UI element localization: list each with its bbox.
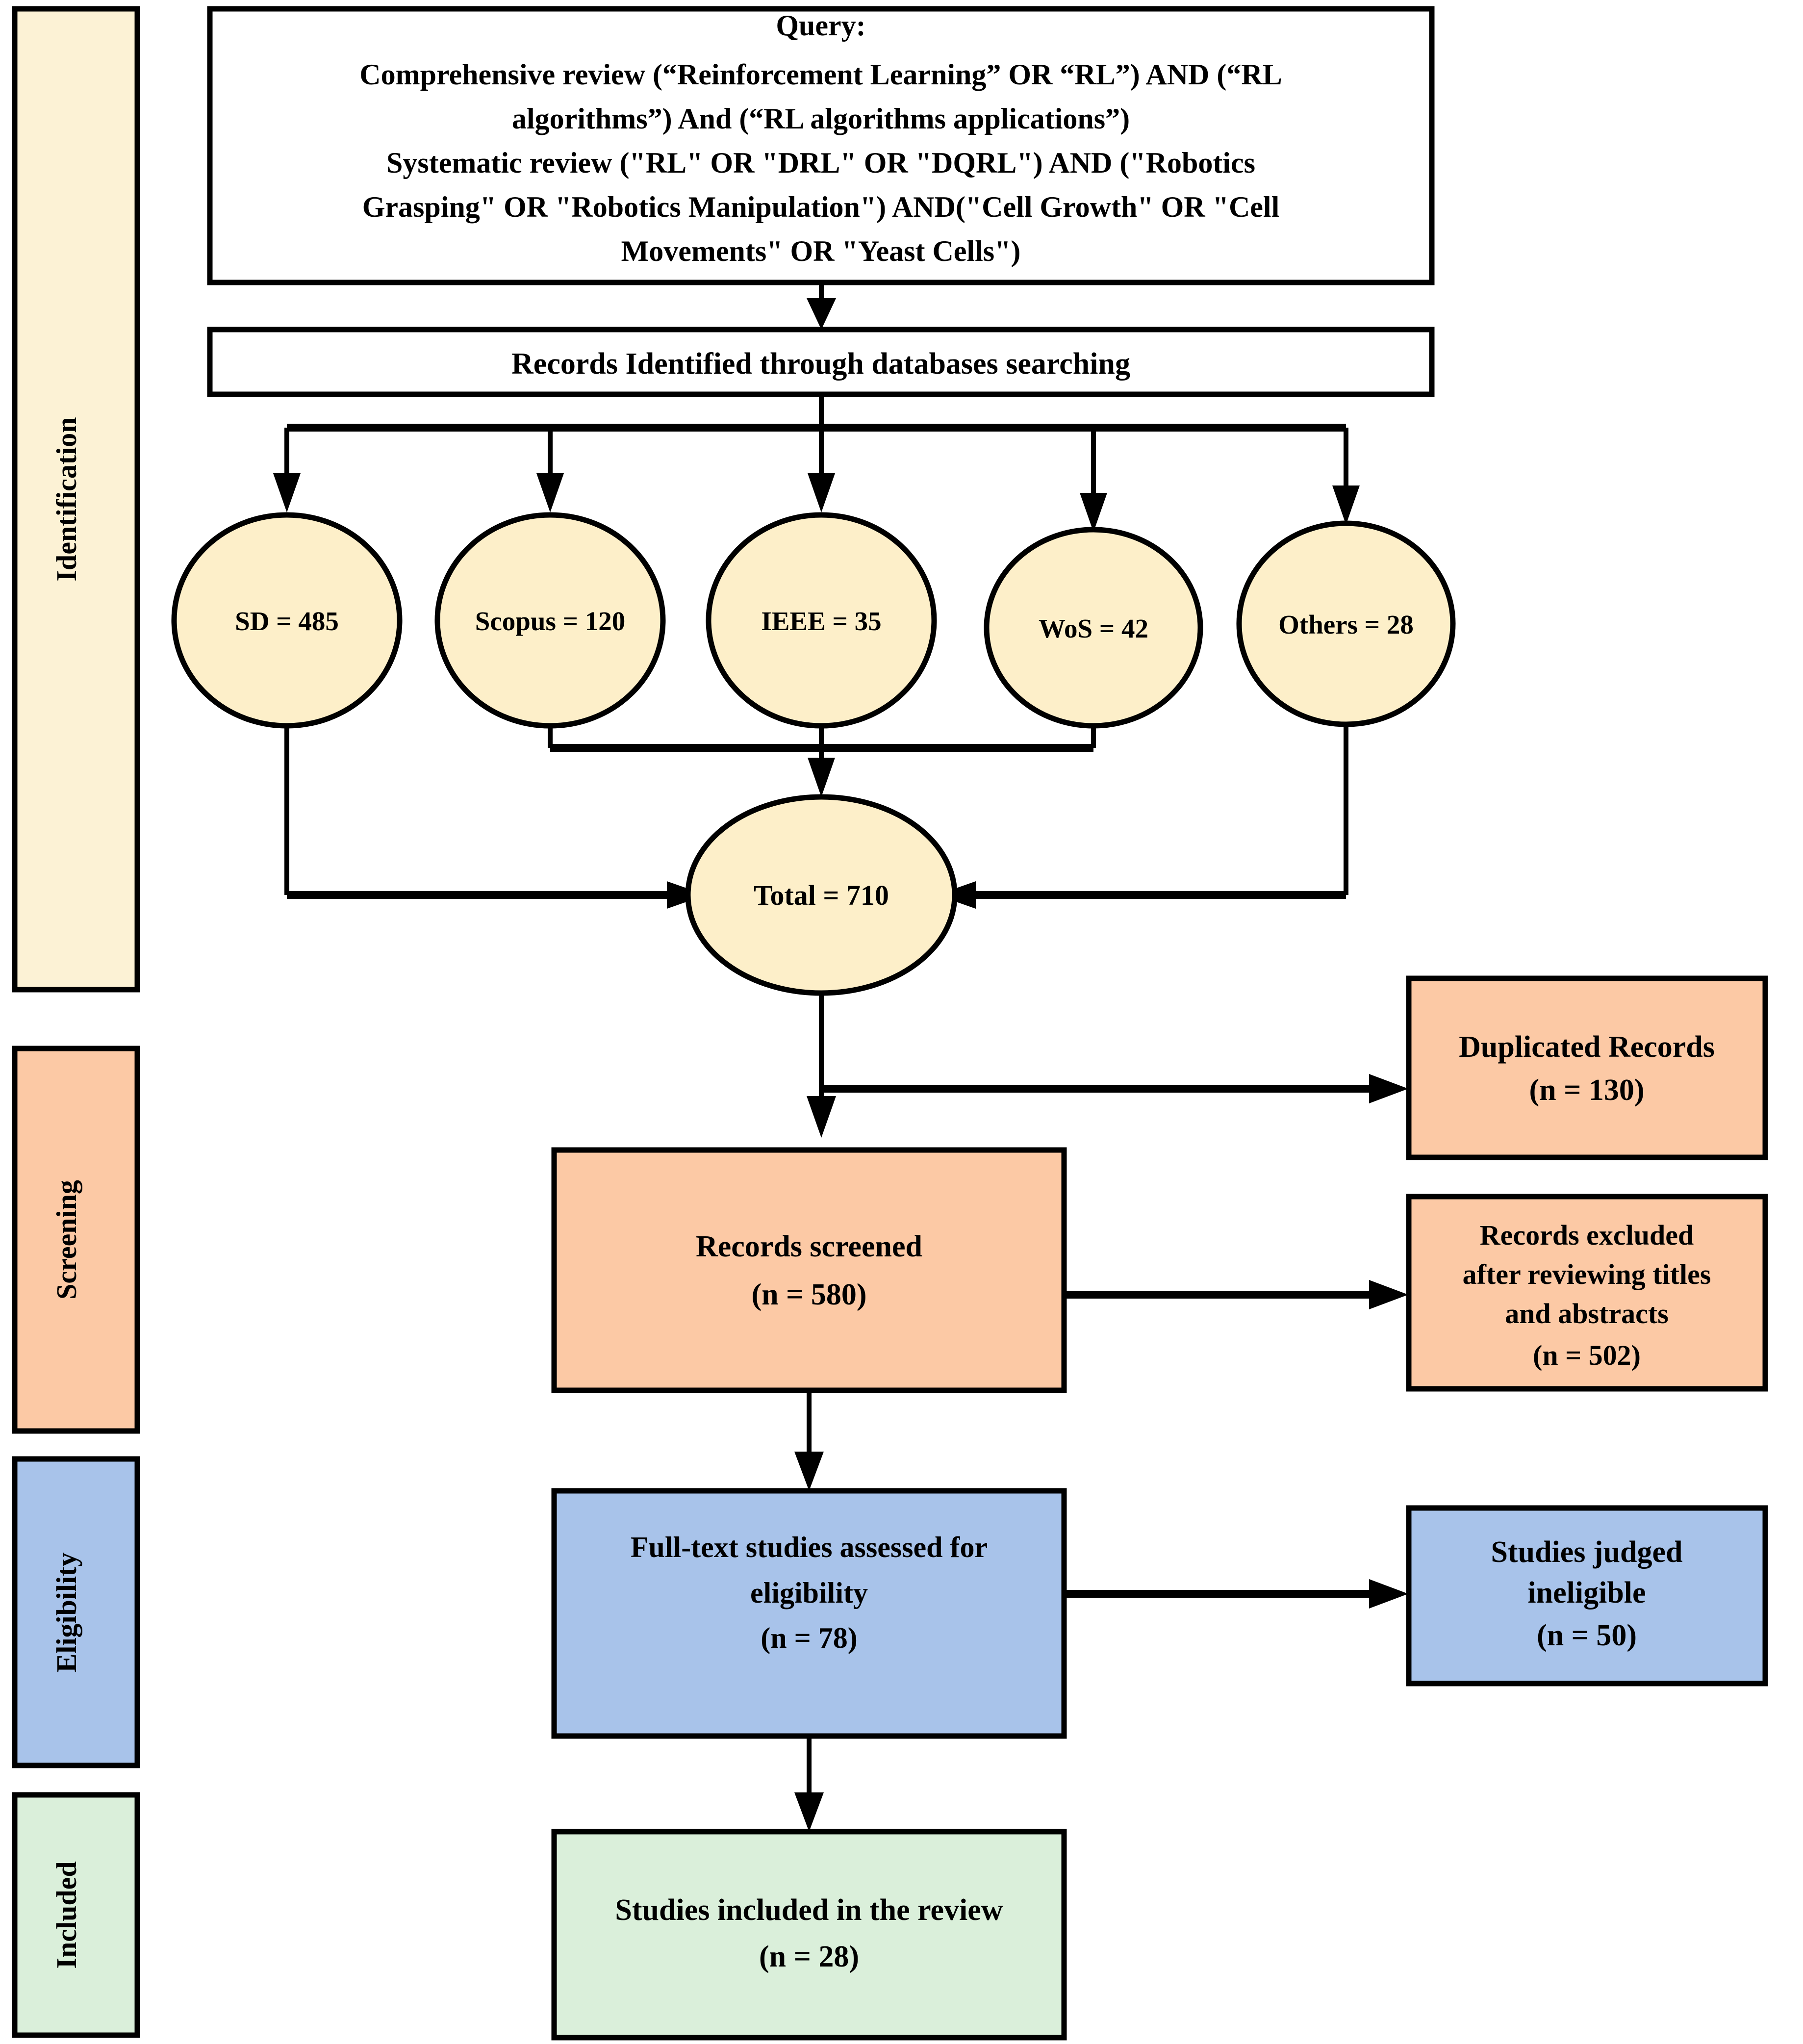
studies-ineligible-line1: Studies judged [1491, 1535, 1682, 1569]
records-excluded-box: Records excluded after reviewing titles … [1406, 1194, 1768, 1392]
total-node: Total = 710 [685, 794, 958, 996]
fulltext-assessed-line1: Full-text studies assessed for [631, 1531, 988, 1563]
query-line-3: algorithms”) And (“RL algorithms applica… [512, 102, 1130, 135]
studies-ineligible-box: Studies judged ineligible (n = 50) [1406, 1505, 1768, 1686]
stage-label-screening-text: Screening [51, 1180, 82, 1300]
duplicated-records-line1: Duplicated Records [1459, 1030, 1715, 1064]
records-excluded-line3: and abstracts [1505, 1298, 1669, 1329]
stage-label-eligibility-text: Eligibility [51, 1553, 82, 1673]
connector-query-to-records [807, 282, 836, 330]
database-node-others: Others = 28 [1236, 520, 1456, 727]
stage-label-included: Included [12, 1792, 140, 2038]
records-screened-box: Records screened (n = 580) [551, 1147, 1067, 1393]
studies-included-line2: (n = 28) [759, 1940, 859, 1973]
connector-fulltext-to-included [794, 1736, 824, 1832]
database-node-sd: SD = 485 [171, 512, 403, 729]
duplicated-records-line2: (n = 130) [1529, 1073, 1644, 1107]
connector-fulltext-to-ineligible [1064, 1579, 1408, 1609]
query-box: Query: Comprehensive review (“Reinforcem… [207, 6, 1435, 285]
records-identified-label: Records Identified through databases sea… [511, 347, 1130, 381]
stage-label-identification-text: Identification [51, 417, 82, 581]
database-node-wos: WoS = 42 [984, 527, 1203, 729]
query-line-6: Movements" OR "Yeast Cells") [621, 235, 1021, 267]
database-node-ieee: IEEE = 35 [706, 512, 937, 729]
records-screened-line2: (n = 580) [751, 1278, 866, 1311]
stage-label-identification: Identification [12, 6, 140, 993]
fulltext-assessed-box: Full-text studies assessed for eligibili… [551, 1488, 1067, 1739]
connector-screened-to-excluded [1064, 1280, 1408, 1309]
studies-ineligible-line2: ineligible [1527, 1576, 1646, 1610]
database-label-sd: SD = 485 [235, 606, 339, 636]
query-line-5: Grasping" OR "Robotics Manipulation") AN… [362, 191, 1280, 223]
records-excluded-line2: after reviewing titles [1463, 1258, 1711, 1290]
connector-total-to-duplicates [821, 1074, 1408, 1103]
studies-included-line1: Studies included in the review [615, 1893, 1003, 1927]
database-label-ieee: IEEE = 35 [761, 606, 881, 636]
records-identified-box: Records Identified through databases sea… [207, 327, 1435, 397]
database-label-others: Others = 28 [1278, 610, 1414, 639]
fulltext-assessed-line2: eligibility [750, 1577, 868, 1609]
database-label-wos: WoS = 42 [1039, 613, 1148, 643]
database-label-scopus: Scopus = 120 [475, 606, 625, 636]
connector-screened-to-fulltext [794, 1390, 824, 1491]
connector-records-to-databases [273, 394, 1360, 532]
records-excluded-line1: Records excluded [1480, 1219, 1694, 1251]
query-line-2: Comprehensive review (“Reinforcement Lea… [359, 58, 1282, 91]
duplicated-records-box: Duplicated Records (n = 130) [1406, 975, 1768, 1160]
studies-included-box: Studies included in the review (n = 28) [551, 1829, 1067, 2041]
query-line-4: Systematic review ("RL" OR "DRL" OR "DQR… [386, 147, 1255, 179]
stage-label-screening: Screening [12, 1046, 140, 1434]
connector-total-to-screened [807, 993, 836, 1138]
fulltext-assessed-line3: (n = 78) [761, 1622, 858, 1654]
stage-label-eligibility: Eligibility [12, 1456, 140, 1768]
total-label: Total = 710 [754, 879, 889, 911]
query-line-1: Query: [776, 9, 865, 42]
records-excluded-line4: (n = 502) [1533, 1339, 1641, 1371]
database-node-scopus: Scopus = 120 [434, 512, 666, 729]
studies-ineligible-line3: (n = 50) [1537, 1619, 1637, 1652]
stage-label-included-text: Included [51, 1861, 82, 1968]
records-screened-line1: Records screened [696, 1230, 922, 1263]
